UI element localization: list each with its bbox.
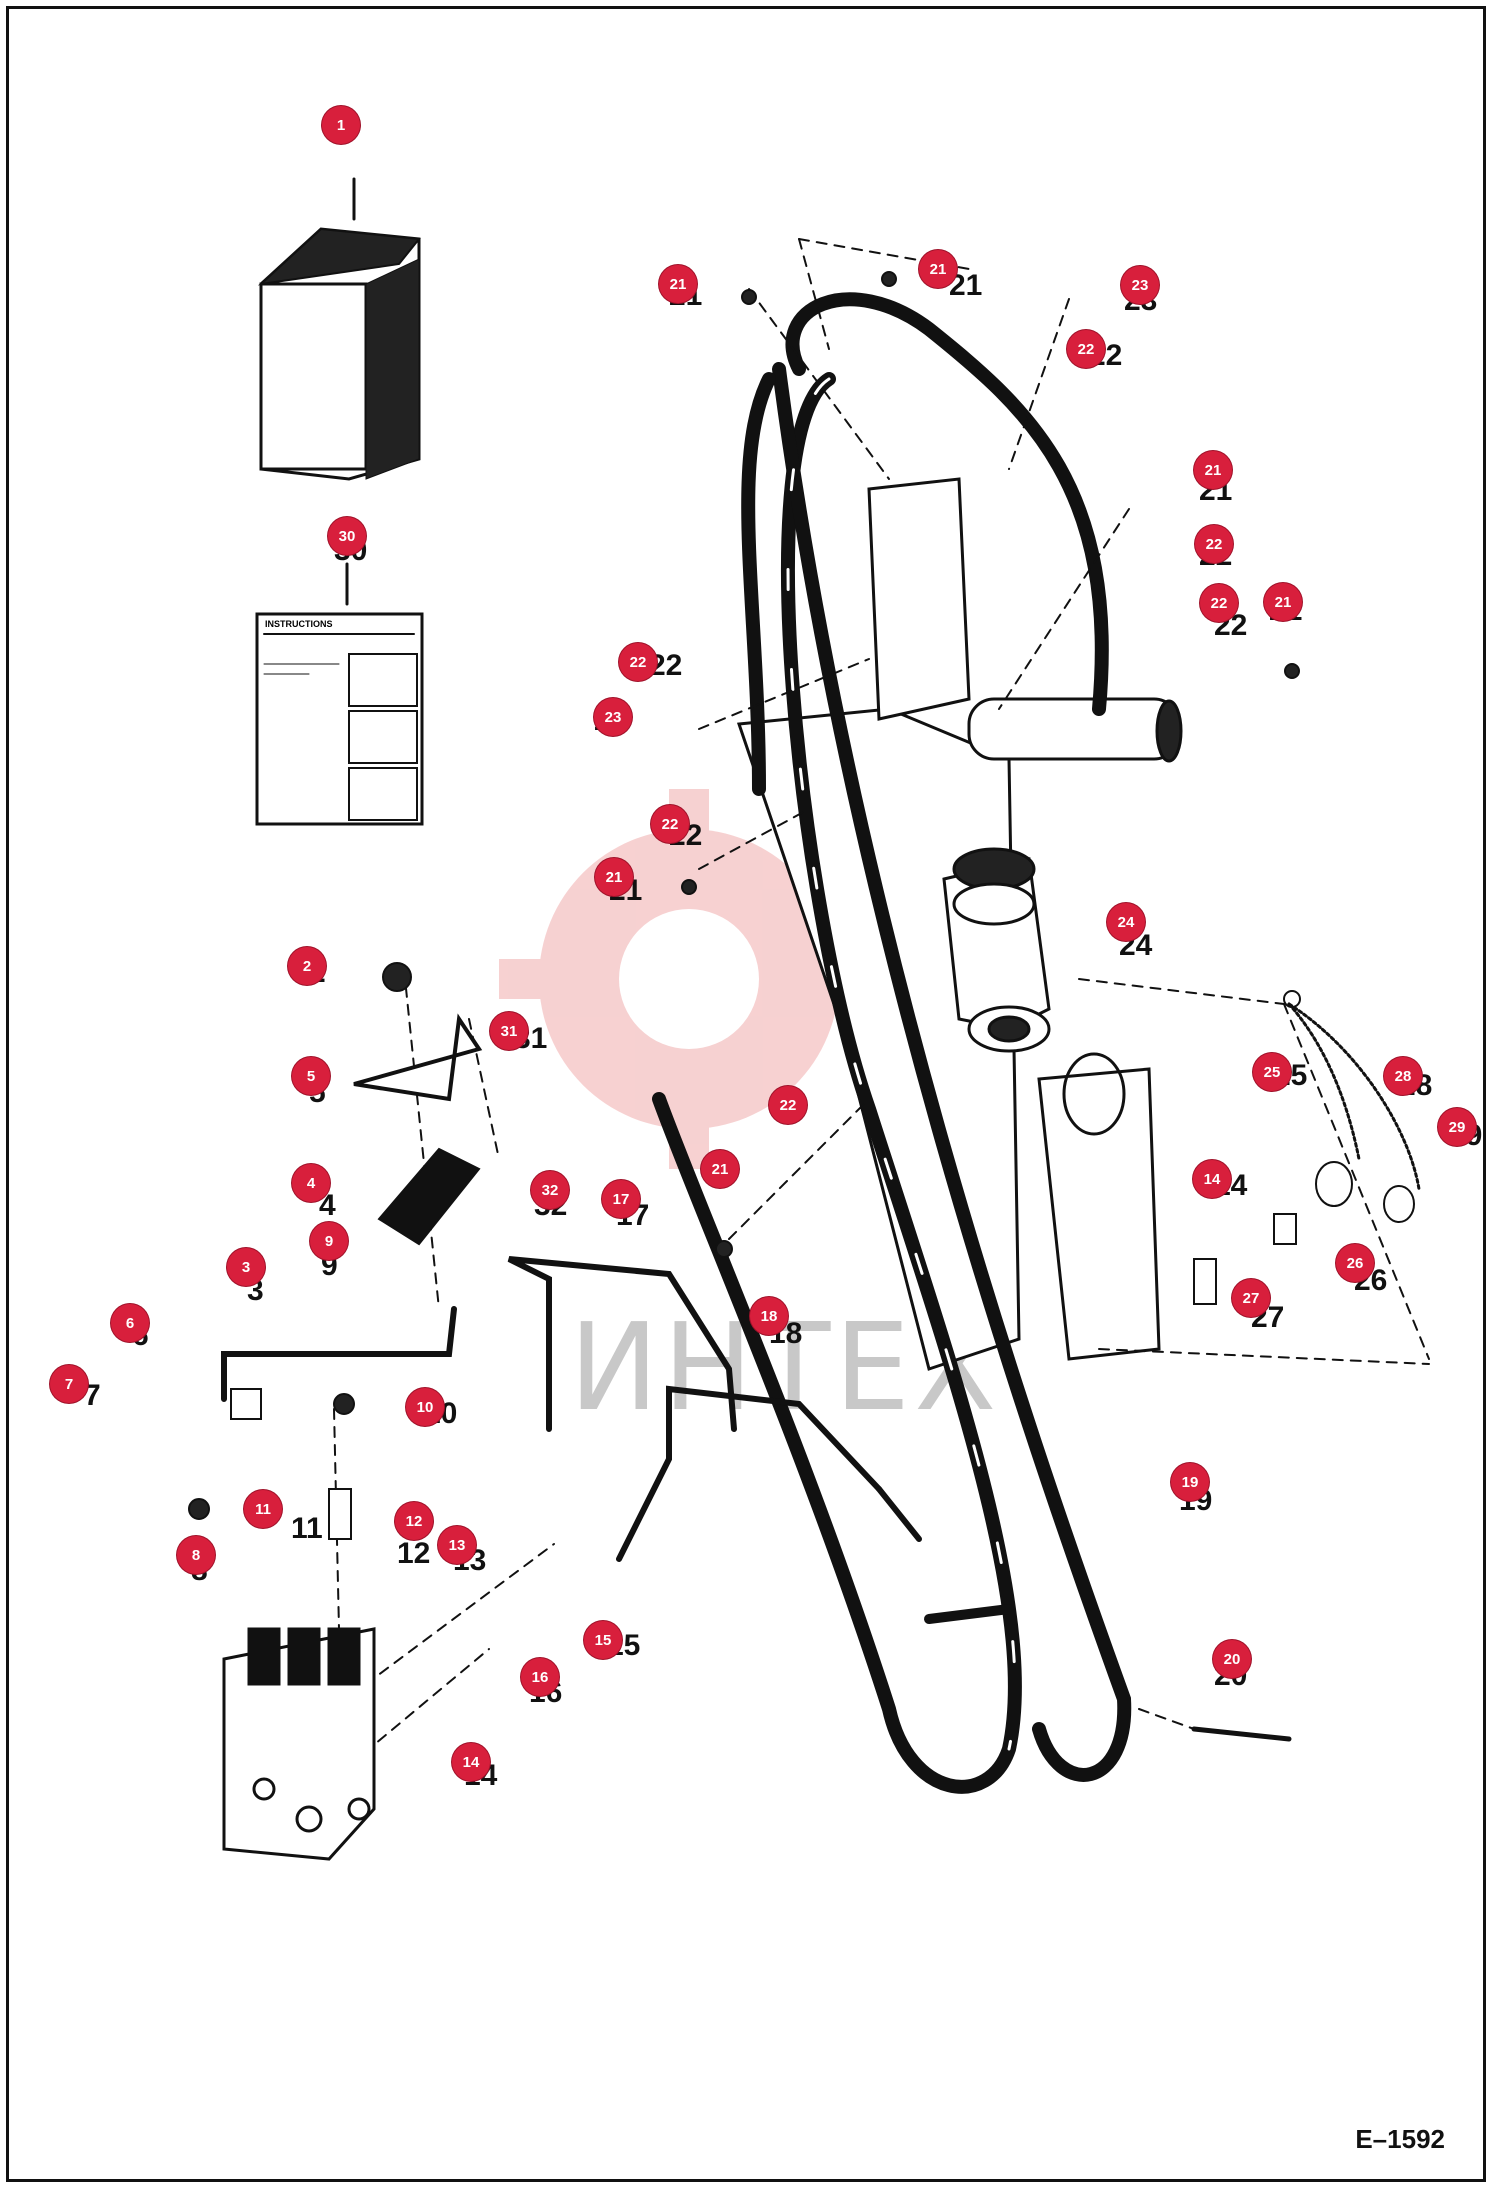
callout-badge[interactable]: 21 (595, 858, 633, 896)
callout-badge[interactable]: 23 (1121, 266, 1159, 304)
callout-badge[interactable]: 18 (750, 1297, 788, 1335)
callout-badge[interactable]: 21 (1194, 451, 1232, 489)
callout-badge[interactable]: 14 (452, 1743, 490, 1781)
steel-lines (221, 1256, 1292, 1742)
callout-badge[interactable]: 28 (1384, 1057, 1422, 1095)
callout-badge[interactable]: 9 (310, 1222, 348, 1260)
callout-badge[interactable]: 1 (322, 106, 360, 144)
callout-badge[interactable]: 21 (1264, 583, 1302, 621)
callout-badge[interactable]: 8 (177, 1536, 215, 1574)
parts-illustration: INSTRUCTIONS (188, 177, 1430, 1861)
callout-badge[interactable]: 26 (1336, 1244, 1374, 1282)
callout-badge[interactable]: 13 (438, 1526, 476, 1564)
document-title: INSTRUCTIONS (265, 619, 333, 629)
callout-badge[interactable]: 20 (1213, 1640, 1251, 1678)
diagram-frame: ИНТЕХ (6, 6, 1486, 2182)
callout-badge[interactable]: 6 (111, 1304, 149, 1342)
callout-badge[interactable]: 5 (292, 1057, 330, 1095)
control-valve (222, 1627, 376, 1861)
callout-badge[interactable]: 31 (490, 1012, 528, 1050)
chain (1287, 1002, 1361, 1161)
callout-badge[interactable]: 22 (1067, 330, 1105, 368)
callout-badge[interactable]: 21 (919, 250, 957, 288)
box-part (257, 177, 421, 481)
callout-badge[interactable]: 14 (1193, 1160, 1231, 1198)
callout-badge[interactable]: 7 (50, 1365, 88, 1403)
callout-badge[interactable]: 29 (1438, 1108, 1476, 1146)
callout-badge[interactable]: 21 (659, 265, 697, 303)
part-number: 12 (397, 1537, 431, 1570)
callout-badge[interactable]: 30 (328, 517, 366, 555)
part-number: 7 (84, 1379, 101, 1412)
callout-badge[interactable]: 22 (619, 643, 657, 681)
callout-badge[interactable]: 15 (584, 1621, 622, 1659)
callout-badge[interactable]: 19 (1171, 1463, 1209, 1501)
callout-badge[interactable]: 4 (292, 1164, 330, 1202)
hydraulic-hoses (652, 292, 1132, 1794)
callout-badge[interactable]: 32 (531, 1171, 569, 1209)
callout-badge[interactable]: 17 (602, 1180, 640, 1218)
callout-badge[interactable]: 11 (244, 1490, 282, 1528)
callout-badge[interactable]: 27 (1232, 1279, 1270, 1317)
callout-badge[interactable]: 10 (406, 1388, 444, 1426)
callout-badge[interactable]: 22 (1200, 584, 1238, 622)
callout-badge[interactable]: 24 (1107, 903, 1145, 941)
callout-badge[interactable]: 22 (769, 1086, 807, 1124)
callout-badge[interactable]: 22 (1195, 525, 1233, 563)
callout-badge[interactable]: 3 (227, 1248, 265, 1286)
callout-badge[interactable]: 25 (1253, 1053, 1291, 1091)
hardware-parts (188, 271, 1415, 1540)
callout-badge[interactable]: 21 (701, 1150, 739, 1188)
instructions-document (255, 562, 424, 826)
callout-badge[interactable]: 2 (288, 947, 326, 985)
figure-reference: E–1592 (1355, 2124, 1445, 2154)
callout-badge[interactable]: 16 (521, 1658, 559, 1696)
part-number: 11 (291, 1512, 323, 1545)
callout-badge[interactable]: 12 (395, 1502, 433, 1540)
callout-badge[interactable]: 22 (651, 805, 689, 843)
callout-badge[interactable]: 23 (594, 698, 632, 736)
